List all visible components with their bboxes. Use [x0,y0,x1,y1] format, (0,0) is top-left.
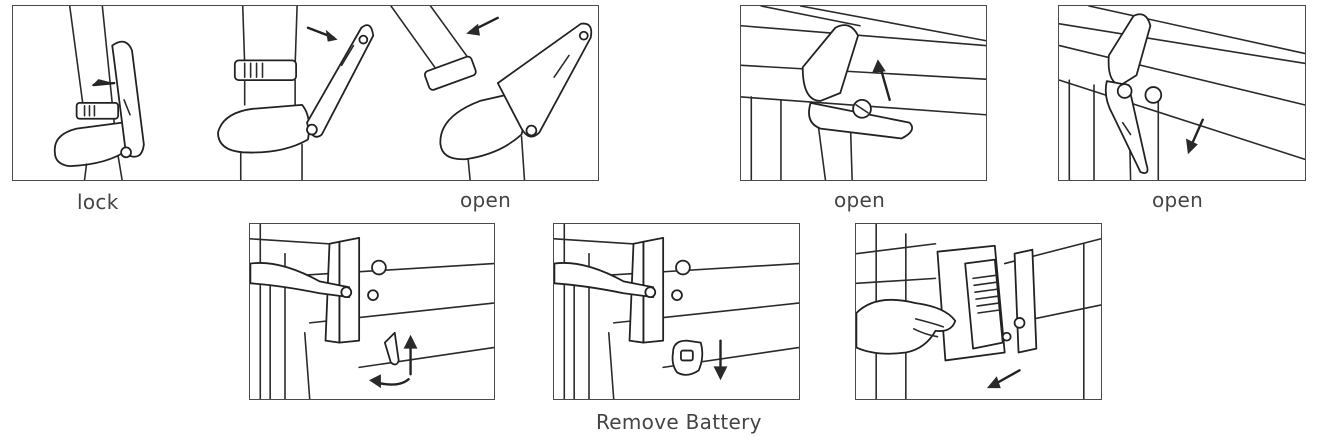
illustration-folding-stem-lock-open [12,5,599,181]
illustration-remove-battery-step-2 [553,223,800,400]
battery-step-1-drawing [250,224,494,399]
caption-remove-battery: Remove Battery [596,410,762,434]
frame-latch-drawing [741,6,986,180]
illustration-frame-latch-open [740,5,987,181]
battery-step-3-drawing [856,224,1101,399]
folding-stem-drawing [53,6,593,180]
caption-lock: lock [77,190,119,214]
frame-latch-swing-drawing [1059,6,1305,180]
illustration-frame-latch-swing [1058,5,1306,181]
caption-open-1: open [460,188,512,212]
caption-open-3: open [1152,188,1204,212]
illustration-remove-battery-step-3 [855,223,1102,400]
caption-open-2: open [834,188,886,212]
battery-step-2-drawing [554,224,799,399]
illustration-remove-battery-step-1 [249,223,495,400]
